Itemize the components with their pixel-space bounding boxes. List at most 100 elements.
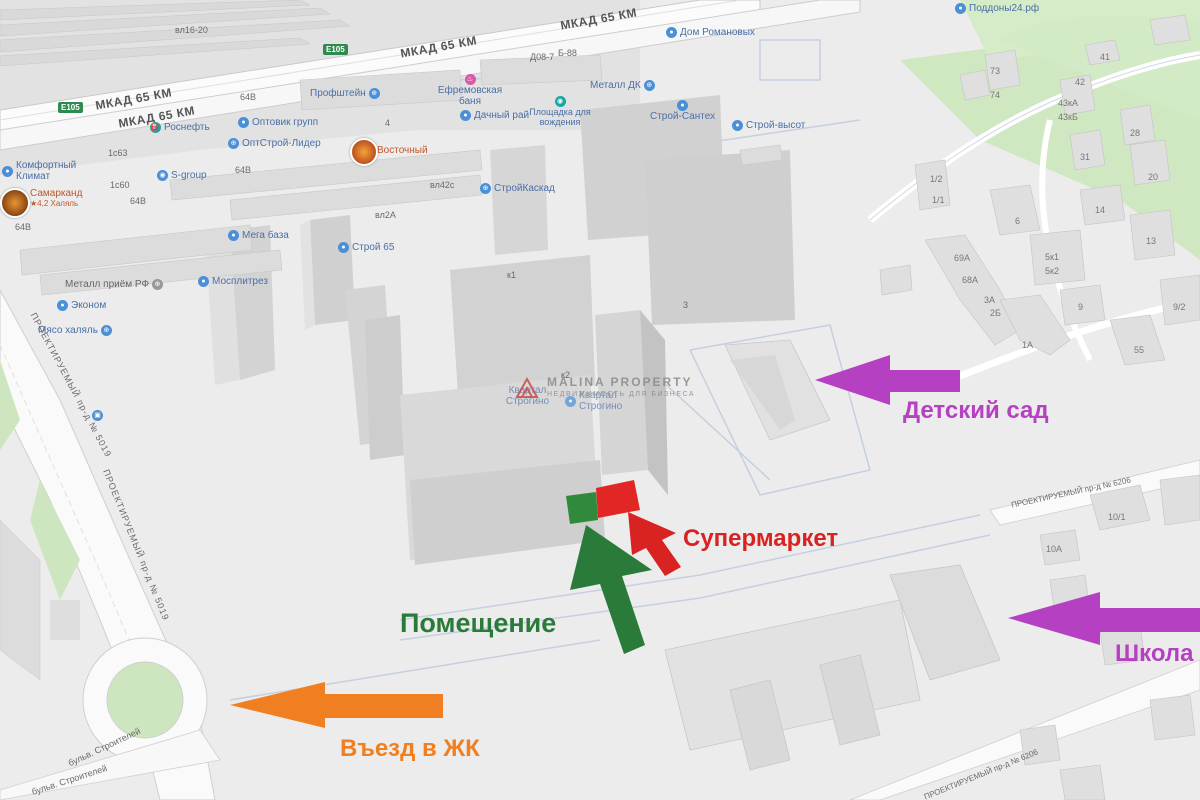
e105-shield: E105: [323, 44, 348, 55]
poi-ploshchadka[interactable]: ◉Площадка для вождения: [529, 96, 591, 127]
pin-icon: ●: [2, 165, 13, 177]
poi-stroi-santeh[interactable]: ●Строй-Сантех: [650, 100, 716, 122]
house-number: 5к1: [1045, 252, 1059, 262]
house-number: 3А: [984, 295, 996, 305]
house-number: 1/1: [932, 195, 945, 205]
kindergarten-label: Детский сад: [903, 397, 1049, 424]
poi-dom-romanovs[interactable]: ●Дом Романовых: [666, 27, 755, 38]
address-label: 64В: [240, 92, 257, 102]
poi-mega-baza[interactable]: ●Мега база: [228, 230, 289, 241]
car-icon: ◉: [157, 170, 168, 181]
supermarket-label: Супермаркет: [683, 525, 839, 552]
cart-icon: ⊕: [368, 88, 380, 99]
poi-stroikaskad[interactable]: ⊕СтройКаскад: [480, 183, 555, 194]
house-number: 14: [1095, 205, 1106, 215]
poi-stroi65[interactable]: ●Строй 65: [338, 242, 394, 253]
house-number: 31: [1080, 152, 1091, 162]
house-number: 43кА: [1058, 98, 1078, 108]
cart-icon: ⊕: [228, 138, 239, 149]
house-number: 10/1: [1108, 512, 1126, 522]
house-number: 10А: [1046, 544, 1063, 554]
house-number: 43кБ: [1058, 112, 1078, 122]
pin-icon: ●: [57, 300, 68, 311]
bath-icon: ♨: [464, 74, 476, 85]
poi-ekonom[interactable]: ●Эконом: [57, 300, 106, 311]
poi-metall-priem[interactable]: Металл приём РФ⊕: [65, 279, 164, 290]
house-number: 28: [1130, 128, 1141, 138]
pin-icon: ●: [732, 120, 743, 131]
address-label: вл42с: [430, 180, 455, 190]
house-number: 42: [1075, 77, 1086, 87]
pin-icon: ●: [666, 27, 677, 38]
vostochny-photo-icon[interactable]: [350, 138, 378, 166]
logo-tagline: НЕДВИЖИМОСТЬ ДЛЯ БИЗНЕСА: [547, 391, 696, 398]
car-icon: ◉: [554, 96, 566, 107]
house-number: 9/2: [1173, 302, 1186, 312]
poi-optovik[interactable]: ●Оптовик групп: [238, 117, 318, 128]
address-label: 64В: [130, 196, 147, 206]
malina-property-logo: MALINA PROPERTY НЕДВИЖИМОСТЬ ДЛЯ БИЗНЕСА: [515, 375, 695, 399]
house-number: 20: [1148, 172, 1159, 182]
address-label: вл16-20: [175, 25, 208, 35]
pin-icon: ●: [198, 276, 209, 287]
address-label: 64В: [235, 165, 252, 175]
poi-komfort[interactable]: ●Комфортный Климат: [2, 160, 86, 182]
address-label: вл2А: [375, 210, 396, 220]
house-number: 41: [1100, 52, 1111, 62]
address-label: 1с63: [108, 148, 128, 158]
supermarket-block: [596, 480, 640, 518]
poi-vostochny[interactable]: Восточный: [377, 145, 428, 156]
house-number: 13: [1146, 236, 1157, 246]
building-label: 4: [385, 118, 391, 128]
building-label: 3: [683, 300, 689, 310]
fuel-icon: ⛽: [150, 122, 161, 133]
poi-stroi-vysot[interactable]: ●Строй-высот: [732, 120, 805, 131]
poi-rosneft[interactable]: ⛽Роснефть: [150, 122, 210, 133]
house-number: 6: [1015, 216, 1021, 226]
house-number: 5к2: [1045, 266, 1059, 276]
house-number: 55: [1134, 345, 1145, 355]
cart-icon: ⊕: [152, 279, 164, 290]
poi-metall-dk[interactable]: Металл ДК⊕: [590, 80, 655, 91]
poi-mosplitrez[interactable]: ●Мосплитрез: [198, 276, 268, 287]
house-number: 1/2: [930, 174, 943, 184]
building-label: к1: [507, 270, 516, 280]
premises-block: [566, 492, 598, 524]
house-number: 1А: [1022, 340, 1034, 350]
address-label: Д08-7: [530, 52, 555, 62]
house-number: 68А: [962, 275, 979, 285]
house-number: 9: [1078, 302, 1084, 312]
malina-logo-icon: [515, 376, 539, 398]
poi-dachny-rai[interactable]: ●Дачный рай: [460, 110, 529, 121]
e105-shield: E105: [58, 102, 83, 113]
cart-icon: ⊕: [100, 325, 112, 336]
poi-kvartal-2[interactable]: ●Квартал Строгино: [565, 390, 624, 412]
pin-icon: ●: [238, 117, 249, 128]
logo-name: MALINA PROPERTY: [547, 375, 693, 389]
bus-stop-icon: ▣: [92, 410, 103, 421]
pin-icon: ●: [338, 242, 349, 253]
poi-efremovskaya[interactable]: ♨Ефремовская баня: [437, 74, 503, 107]
poi-podony[interactable]: ●Поддоны24.рф: [955, 3, 1039, 14]
poi-samarkand[interactable]: Самарканд★4,2 Халяль: [30, 188, 83, 208]
pin-icon: ●: [228, 230, 239, 241]
poi-myaso-halyal[interactable]: Мясо халяль⊕: [38, 325, 112, 336]
address-label: Б-88: [558, 48, 577, 58]
school-label: Школа: [1115, 640, 1194, 667]
building-label: к2: [561, 370, 570, 380]
poi-s-group[interactable]: ◉S-group: [157, 170, 207, 181]
pin-icon: ●: [565, 395, 576, 407]
bus-stop[interactable]: ▣: [92, 410, 103, 421]
poi-profshtein[interactable]: Профштейн⊕: [310, 88, 380, 99]
cart-icon: ⊕: [480, 183, 491, 194]
samarkand-photo-icon[interactable]: [0, 188, 30, 218]
cart-icon: ⊕: [643, 80, 655, 91]
premises-label: Помещение: [400, 608, 557, 638]
house-number: 73: [990, 66, 1001, 76]
address-label: 1с60: [110, 180, 130, 190]
house-number: 2Б: [990, 308, 1001, 318]
house-number: 74: [990, 90, 1001, 100]
poi-optstroi[interactable]: ⊕ОптСтрой-Лидер: [228, 138, 321, 149]
